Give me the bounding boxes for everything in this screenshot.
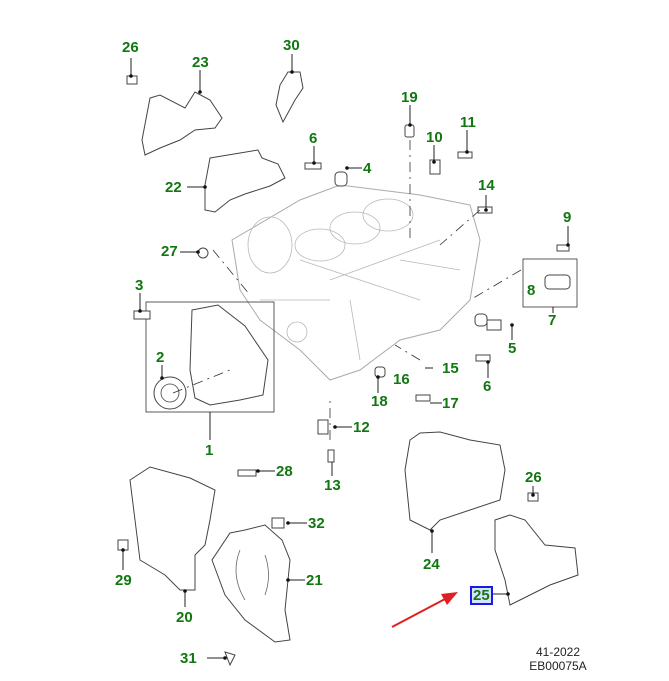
date-code: 41-2022 bbox=[535, 645, 581, 659]
callout-3[interactable]: 3 bbox=[135, 277, 144, 294]
callout-6b[interactable]: 6 bbox=[483, 378, 492, 395]
part-7-solenoid bbox=[544, 274, 571, 290]
callout-20[interactable]: 20 bbox=[176, 609, 193, 626]
part-2-oil-seal bbox=[153, 376, 187, 410]
callout-5[interactable]: 5 bbox=[508, 340, 517, 357]
callout-8[interactable]: 8 bbox=[527, 282, 536, 299]
engine-block bbox=[231, 184, 481, 381]
callout-25-highlighted[interactable]: 25 bbox=[470, 586, 493, 605]
callout-19[interactable]: 19 bbox=[401, 89, 418, 106]
callout-23[interactable]: 23 bbox=[192, 54, 209, 71]
callout-29[interactable]: 29 bbox=[115, 572, 132, 589]
callout-14[interactable]: 14 bbox=[478, 177, 495, 194]
red-pointer-arrow bbox=[391, 592, 458, 628]
part-25-heat-shield bbox=[494, 514, 579, 606]
illustration-id: EB00075A bbox=[529, 658, 587, 673]
part-23-cover bbox=[141, 91, 223, 156]
part-20-cover bbox=[129, 466, 216, 591]
callout-26[interactable]: 26 bbox=[122, 39, 139, 56]
callout-1[interactable]: 1 bbox=[205, 442, 214, 459]
callout-7[interactable]: 7 bbox=[548, 312, 557, 329]
callout-21[interactable]: 21 bbox=[306, 572, 323, 589]
footer-codes: 41-2022 EB00075A bbox=[528, 645, 588, 674]
fasteners bbox=[117, 75, 570, 667]
callout-28[interactable]: 28 bbox=[276, 463, 293, 480]
part-24-bracket bbox=[404, 431, 506, 531]
callout-17[interactable]: 17 bbox=[442, 395, 459, 412]
callout-32[interactable]: 32 bbox=[308, 515, 325, 532]
callout-26b[interactable]: 26 bbox=[525, 469, 542, 486]
callout-24[interactable]: 24 bbox=[423, 556, 440, 573]
callout-16[interactable]: 16 bbox=[393, 371, 410, 388]
leader-lines bbox=[121, 54, 570, 660]
part-22-bracket bbox=[204, 149, 286, 213]
callout-18[interactable]: 18 bbox=[371, 393, 388, 410]
callout-4[interactable]: 4 bbox=[363, 160, 372, 177]
part-21-timing-cover bbox=[211, 524, 291, 643]
part-30-bracket bbox=[275, 71, 304, 124]
callout-15[interactable]: 15 bbox=[442, 360, 459, 377]
callout-31[interactable]: 31 bbox=[180, 650, 197, 667]
callout-27[interactable]: 27 bbox=[161, 243, 178, 260]
part-1-front-cover bbox=[189, 304, 269, 406]
callout-30[interactable]: 30 bbox=[283, 37, 300, 54]
callout-2[interactable]: 2 bbox=[156, 349, 165, 366]
callout-13[interactable]: 13 bbox=[324, 477, 341, 494]
assembly-lines bbox=[172, 140, 522, 440]
callout-12[interactable]: 12 bbox=[353, 419, 370, 436]
callout-9[interactable]: 9 bbox=[563, 209, 572, 226]
callout-6[interactable]: 6 bbox=[309, 130, 318, 147]
callout-11[interactable]: 11 bbox=[460, 114, 476, 131]
callout-10[interactable]: 10 bbox=[426, 129, 443, 146]
callout-22[interactable]: 22 bbox=[165, 179, 182, 196]
